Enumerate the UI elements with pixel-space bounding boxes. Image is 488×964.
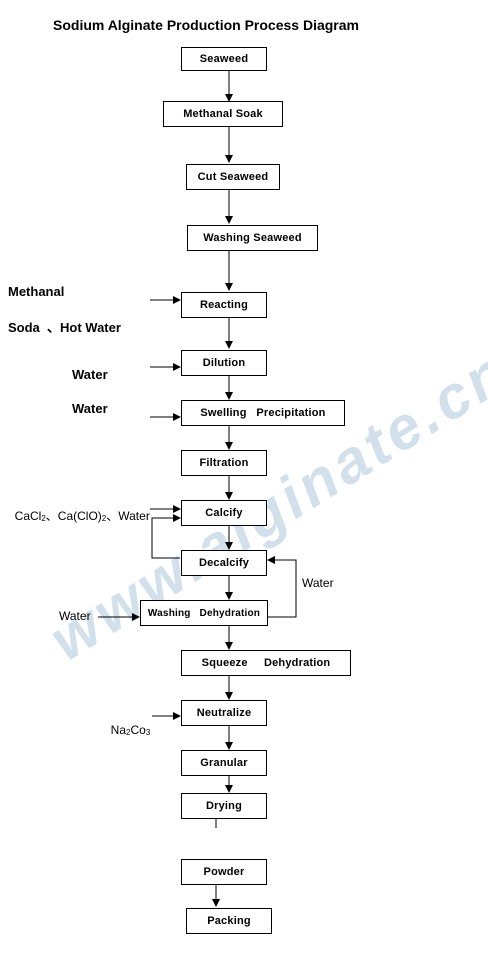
step-cut-seaweed: Cut Seaweed bbox=[186, 164, 280, 190]
input-water-dilution: Water bbox=[72, 367, 108, 382]
loop-washing-decalcify bbox=[267, 556, 297, 618]
step-decalcify: Decalcify bbox=[181, 550, 267, 576]
step-washing-dehydration: Washing Dehydration bbox=[140, 600, 268, 626]
step-packing: Packing bbox=[186, 908, 272, 934]
input-water-washing: Water bbox=[59, 609, 91, 623]
loop-decalcify-calcify bbox=[151, 514, 181, 559]
input-soda-hot-water: Soda 、Hot Water bbox=[8, 320, 121, 335]
step-granular: Granular bbox=[181, 750, 267, 776]
step-washing-seaweed: Washing Seaweed bbox=[187, 225, 318, 251]
step-filtration: Filtration bbox=[181, 450, 267, 476]
step-reacting: Reacting bbox=[181, 292, 267, 318]
step-squeeze-dehydration: Squeeze Dehydration bbox=[181, 650, 351, 676]
input-na2co3: Na2Co3 bbox=[110, 723, 151, 737]
step-neutralize: Neutralize bbox=[181, 700, 267, 726]
input-water-swelling: Water bbox=[72, 401, 108, 416]
step-swelling-precipitation: Swelling Precipitation bbox=[181, 400, 345, 426]
step-seaweed: Seaweed bbox=[181, 47, 267, 71]
input-calcify-chemicals: CaCl2、Ca(ClO)2、Water bbox=[14, 509, 150, 523]
input-methanal: Methanal bbox=[8, 284, 65, 299]
step-methanal-soak: Methanal Soak bbox=[163, 101, 283, 127]
input-water-recycle: Water bbox=[302, 576, 334, 590]
step-drying: Drying bbox=[181, 793, 267, 819]
step-calcify: Calcify bbox=[181, 500, 267, 526]
step-powder: Powder bbox=[181, 859, 267, 885]
page-title: Sodium Alginate Production Process Diagr… bbox=[53, 17, 359, 33]
step-dilution: Dilution bbox=[181, 350, 267, 376]
